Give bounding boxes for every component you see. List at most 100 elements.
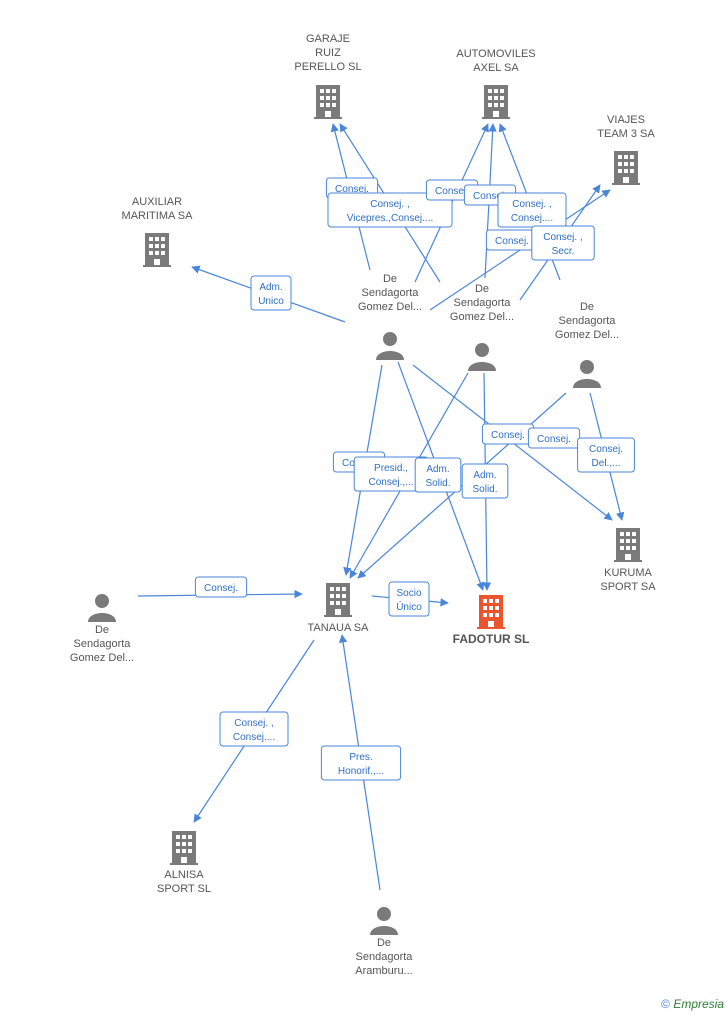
node-label: GARAJE [306, 33, 350, 45]
node-label: Gomez Del... [70, 652, 134, 664]
edge-label-text: Consej. [473, 191, 507, 202]
edge-label-text: Consej. [537, 434, 571, 445]
edge-label-box [194, 576, 248, 598]
edge-label[interactable]: Presid.,Consej.,... [353, 456, 429, 492]
edge-label-box [577, 437, 635, 473]
edge-label-text: Adm. [259, 282, 282, 293]
edge-label-text: Secr. [552, 246, 575, 257]
node-fadotur[interactable]: FADOTUR SL [453, 595, 530, 646]
node-label: Sendagorta [559, 315, 617, 327]
node-label: Sendagorta [74, 638, 132, 650]
edge-label-box [219, 711, 289, 747]
node-label: SPORT SA [600, 581, 656, 593]
node-label: De [383, 273, 397, 285]
node-label: AUXILIAR [132, 196, 182, 208]
edge-label[interactable]: Consej. [485, 229, 539, 251]
edge-label-box [461, 463, 509, 499]
node-viajes[interactable]: VIAJES TEAM 3 SA [597, 114, 655, 185]
person-icon [376, 332, 404, 360]
node-label: TEAM 3 SA [597, 128, 655, 140]
node-label: Sendagorta [454, 297, 512, 309]
node-label: VIAJES [607, 114, 645, 126]
edge-label-text: Consej. [204, 583, 238, 594]
edge-label[interactable]: Consej. , Consej.... [219, 711, 289, 747]
edge-label-text: Solid. [425, 478, 450, 489]
node-axel[interactable]: AUTOMOVILES AXEL SA [456, 48, 536, 119]
person-icon [468, 343, 496, 371]
building-icon [614, 528, 642, 562]
edge-label[interactable]: Pres. Honorif.,... [320, 745, 402, 781]
node-label: Gomez Del... [450, 311, 514, 323]
copyright-icon: © [661, 997, 670, 1011]
edge-label-text: Consej.... [511, 213, 553, 224]
edge-label-text: Solid. [472, 484, 497, 495]
edge-label-text: Socio [396, 588, 421, 599]
edge-label-text: Consej. [491, 430, 525, 441]
building-icon [482, 85, 510, 119]
edge-label[interactable]: Consej. [481, 423, 535, 445]
edge-label-box [414, 457, 462, 493]
edge-label[interactable]: Adm. Solid. [414, 457, 462, 493]
building-icon [477, 595, 505, 629]
node-label: AXEL SA [473, 62, 519, 74]
edge-label-text: Único [396, 600, 422, 613]
node-label: SPORT SL [157, 883, 211, 895]
edge-label-text: Consej. , [234, 718, 273, 729]
edge-label[interactable]: Adm. Solid. [461, 463, 509, 499]
edge-label-box [320, 745, 402, 781]
edge-label-box [531, 225, 595, 261]
building-icon [314, 85, 342, 119]
edge-label[interactable]: Consej. , Secr. [531, 225, 595, 261]
node-label: De [377, 937, 391, 949]
edge-label[interactable]: Consej. ,Vicepres.,Consej.... [327, 192, 453, 228]
edge-label-text: Unico [258, 296, 284, 307]
node-p5[interactable]: DeSendagortaAramburu... [355, 907, 413, 977]
node-label: Gomez Del... [555, 329, 619, 341]
edge-label[interactable]: Consej.Del.,... [577, 437, 635, 473]
person-icon [88, 594, 116, 622]
edge-label[interactable]: Consej. [194, 576, 248, 598]
building-icon [170, 831, 198, 865]
edge-label[interactable]: Adm. Unico [250, 275, 292, 311]
edge-label-text: Consej. , [543, 232, 582, 243]
edge-label-text: Consej. , [512, 199, 551, 210]
person-icon [573, 360, 601, 388]
person-icon [370, 907, 398, 935]
edge-label-box [250, 275, 292, 311]
node-label: Sendagorta [362, 287, 420, 299]
node-tanaua[interactable]: TANAUA SA [308, 583, 370, 634]
edge-label-text: Consej. [495, 236, 529, 247]
edge-label-text: Adm. [473, 470, 496, 481]
edge-label[interactable]: Consej. , Consej.... [497, 192, 567, 228]
edge-label-text: Del.,... [592, 458, 621, 469]
edge-label-text: Pres. [349, 752, 372, 763]
node-label: De [580, 301, 594, 313]
building-icon [143, 233, 171, 267]
edge-label-text: Consej. [435, 186, 469, 197]
node-alnisa[interactable]: ALNISA SPORT SL [157, 831, 211, 895]
edge-label-text: Consej.... [233, 732, 275, 743]
edge-label-text: Honorif.,... [338, 766, 384, 777]
edge-label-box [327, 192, 453, 228]
node-label: ALNISA [164, 869, 204, 881]
edge-label[interactable]: Consej. [527, 427, 581, 449]
edge-label-text: Consej. [335, 184, 369, 195]
node-label: PERELLO SL [294, 61, 361, 73]
footer-brand[interactable]: © Empresia [661, 997, 724, 1011]
node-label: De [95, 624, 109, 636]
edge-label-text: Adm. [426, 464, 449, 475]
node-label: FADOTUR SL [453, 632, 530, 646]
node-label: Gomez Del... [358, 301, 422, 313]
node-label: AUTOMOVILES [456, 48, 535, 60]
edge-label-text: Vicepres.,Consej.... [347, 213, 434, 224]
